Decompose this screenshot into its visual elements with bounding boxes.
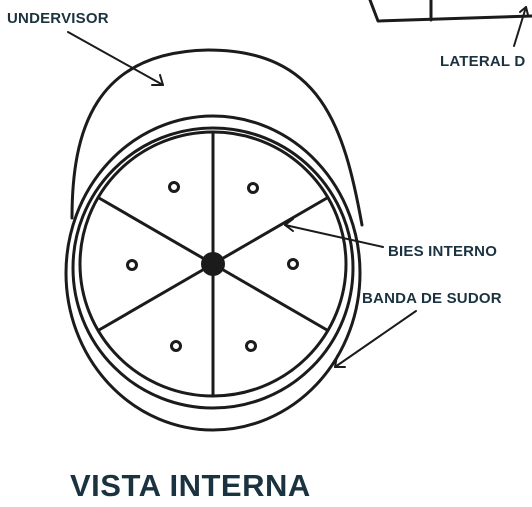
panel-seam-upper-left: [97, 196, 215, 266]
arrowhead-icon: [334, 355, 346, 368]
undervisor-label: UNDERVISOR: [7, 10, 109, 27]
center-button: [201, 252, 225, 276]
diagram-title: VISTA INTERNA: [70, 468, 311, 503]
side-view-cap-outline: [368, 0, 532, 23]
eyelet-icon: [245, 340, 257, 352]
arrowhead-icon: [151, 74, 164, 86]
arrowhead-icon: [519, 6, 529, 16]
eyelet-icon: [168, 181, 180, 193]
undervisor-outline: [70, 48, 364, 227]
eyelet-icon: [247, 182, 259, 194]
bies-interno-label: BIES INTERNO: [388, 243, 498, 260]
eyelet-icon: [170, 340, 182, 352]
lateral-label: LATERAL D: [440, 53, 526, 70]
lateral-pointer: [513, 6, 527, 47]
bies-interno-pointer: [284, 224, 384, 248]
eyelet-icon: [126, 259, 138, 271]
undervisor-pointer: [67, 31, 164, 86]
sweatband-outer-ring: [64, 114, 362, 432]
banda-de-sudor-pointer: [334, 310, 417, 368]
sweatband-inner-ring: [71, 126, 355, 410]
arrowhead-icon: [284, 218, 294, 232]
panel-seam-upper-right: [211, 196, 329, 266]
panel-seam-lower-right: [211, 262, 329, 332]
banda-de-sudor-label: BANDA DE SUDOR: [362, 290, 502, 307]
eyelet-icon: [287, 258, 299, 270]
panel-seam-lower-left: [97, 262, 215, 332]
